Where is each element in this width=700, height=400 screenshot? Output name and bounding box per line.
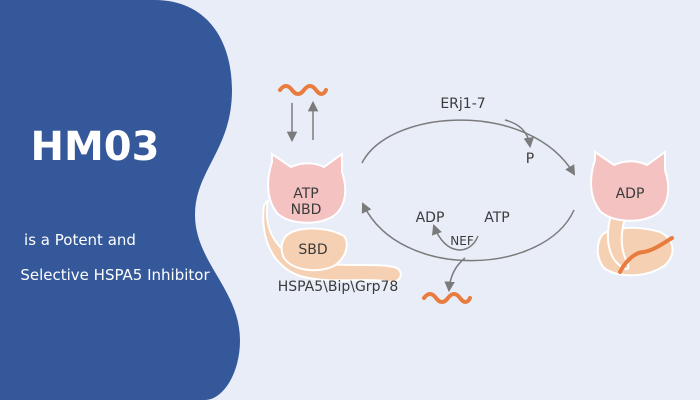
phosphate-label: P	[526, 151, 534, 167]
exchange-factor-label: NEF	[450, 234, 474, 248]
substrate-squiggle-bottom	[422, 292, 472, 304]
substrate-squiggle-top	[278, 84, 328, 96]
exchange-adp-label: ADP	[416, 210, 445, 226]
reverse-cycle-arrow	[361, 202, 575, 262]
protein-name-label: HSPA5\Bip\Grp78	[278, 279, 399, 295]
left-sbd-domain	[280, 227, 348, 272]
substrate-release-arrow	[444, 257, 466, 293]
left-blue-panel	[0, 0, 240, 400]
subtitle-line-2: Selective HSPA5 Inhibitor	[20, 266, 210, 284]
phosphate-release-arrow	[504, 119, 535, 149]
left-protein: ATP NBD SBD	[262, 152, 402, 283]
left-sbd-label: SBD	[298, 242, 327, 258]
right-bound-substrate	[618, 236, 674, 274]
right-protein: ADP	[590, 150, 674, 277]
left-nbd-label: NBD	[291, 202, 322, 218]
left-nbd-domain	[267, 152, 347, 224]
right-adp-label: ADP	[616, 186, 645, 202]
right-nbd-domain	[590, 150, 670, 222]
exchange-atp-label: ATP	[484, 210, 509, 226]
right-sbd-lid	[606, 210, 630, 270]
nucleotide-exchange-arrow	[431, 224, 479, 251]
title-text: HM03	[31, 124, 160, 170]
left-atp-label: ATP	[293, 186, 318, 202]
cofactor-label: ERj1-7	[440, 96, 485, 112]
forward-cycle-arrow	[361, 119, 576, 176]
subtitle-line-1: is a Potent and	[24, 231, 136, 249]
